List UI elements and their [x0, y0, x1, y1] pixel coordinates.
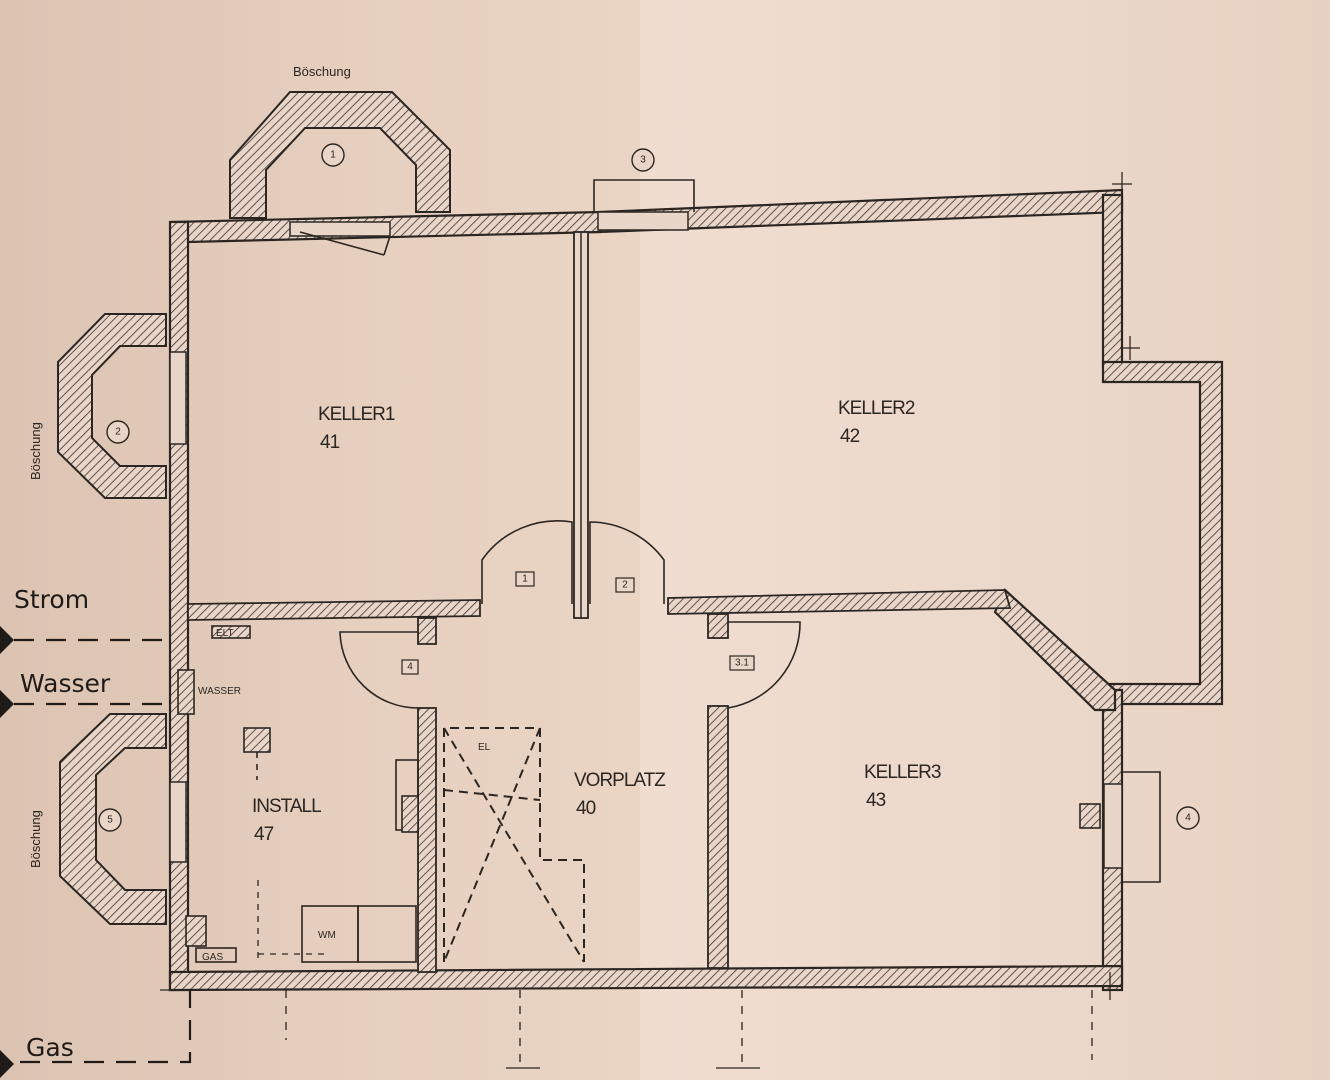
room-number-vorplatz: 40: [576, 798, 596, 819]
wall-mid-left: [187, 599, 481, 621]
shaft-number-3: 3: [640, 155, 646, 166]
elt-meter: [211, 625, 251, 639]
light-shaft-4: [1122, 771, 1161, 883]
door-tags: [401, 571, 755, 675]
room-label-keller1: KELLER1: [318, 404, 395, 425]
room-number-install: 47: [254, 824, 274, 845]
interior-walls: [187, 231, 1012, 973]
shaft-marker-2: [106, 420, 130, 444]
door-keller2: [589, 521, 665, 604]
install-fixtures: [177, 625, 1101, 963]
stair-mark: EL: [478, 742, 491, 753]
water-meter: [177, 669, 195, 715]
dryer: [357, 905, 417, 963]
water-meter-label: WASSER: [198, 686, 241, 697]
embankment-label-top: Böschung: [293, 64, 351, 79]
shaft-marker-4: [1176, 806, 1200, 830]
shaft-number-4: 4: [1185, 813, 1191, 824]
shaft-number-2: 2: [115, 427, 121, 438]
wall-bump: [1101, 360, 1224, 706]
wall-bottom: [168, 964, 1124, 992]
wall-left: [168, 220, 190, 992]
room-label-keller3: KELLER3: [864, 762, 941, 783]
supply-lines: [14, 638, 192, 1064]
room-label-keller2: KELLER2: [838, 398, 915, 419]
window-keller1-top: [289, 221, 391, 237]
keller3-fixture: [1079, 803, 1101, 829]
door-install: [339, 631, 419, 709]
shaft-marker-5: [98, 808, 122, 832]
supply-arrows: [0, 626, 14, 1078]
wall-install-vorplatz: [417, 707, 437, 973]
doors: [299, 231, 801, 709]
gas-meter: [195, 947, 237, 963]
shaft-number-1: 1: [330, 150, 336, 161]
elt-label: ELT: [216, 628, 234, 639]
room-number-keller2: 42: [840, 426, 860, 447]
door-tag-1: 1: [522, 574, 528, 585]
dimension-marks: [160, 172, 1140, 1070]
exterior-walls: [168, 188, 1224, 992]
shaft-marker-1: [321, 143, 345, 167]
room-label-install: INSTALL: [252, 796, 321, 817]
install-cabinet-2: [401, 795, 419, 833]
washing-machine-label: WM: [318, 930, 336, 941]
stair-outline: [443, 727, 585, 963]
wall-vorplatz-keller3: [707, 705, 729, 969]
door-tag-2: 2: [622, 580, 628, 591]
wall-right-upper: [1101, 193, 1124, 369]
embankment-label-lower-left: Böschung: [28, 810, 43, 868]
light-shaft-2: [57, 313, 167, 499]
light-shaft-3: [593, 179, 695, 212]
shaft-markers: [98, 143, 1200, 832]
window-install-left: [169, 781, 187, 863]
wall-diagonal: [993, 588, 1117, 712]
wasser-label: Wasser: [20, 669, 111, 698]
windows: [169, 211, 1123, 869]
window-keller2-top: [597, 211, 689, 231]
gas-meter-label: GAS: [202, 952, 223, 963]
fixture-box: [243, 727, 271, 753]
gas-line: [20, 990, 192, 1064]
door-keller3: [727, 621, 801, 709]
room-label-vorplatz: VORPLATZ: [574, 770, 666, 791]
window-keller1-left: [169, 351, 187, 445]
light-shaft-5: [59, 713, 167, 925]
door-tag-3: 3.1: [735, 658, 749, 669]
light-shafts: [57, 91, 1161, 925]
strom-label: Strom: [14, 585, 89, 614]
gas-label: Gas: [26, 1033, 74, 1062]
door-keller1: [481, 520, 573, 604]
embankment-label-left: Böschung: [28, 422, 43, 480]
light-shaft-1: [229, 91, 451, 219]
shaft-number-5: 5: [107, 815, 113, 826]
door-tag-4: 4: [407, 662, 413, 673]
shaft-marker-3: [631, 148, 655, 172]
room-number-keller3: 43: [866, 790, 886, 811]
room-number-keller1: 41: [320, 432, 340, 453]
wall-mid-right: [667, 589, 1012, 615]
window-keller3-right: [1103, 783, 1123, 869]
